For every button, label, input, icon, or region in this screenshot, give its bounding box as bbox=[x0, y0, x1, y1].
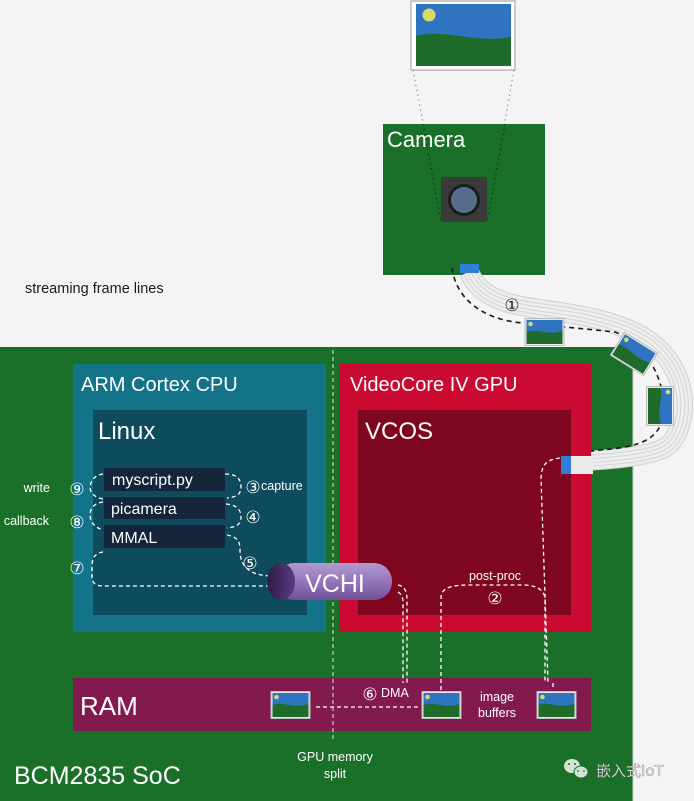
streaming-frame-lines-label: streaming frame lines bbox=[25, 281, 164, 297]
dma-label: DMA bbox=[381, 686, 409, 700]
step-9-marker: ⑨ bbox=[69, 480, 84, 499]
vcos-box bbox=[358, 410, 571, 615]
camera-label: Camera bbox=[387, 127, 466, 152]
streamed-frame-1 bbox=[524, 318, 565, 346]
callback-label: callback bbox=[4, 514, 50, 528]
ram-buffer-cpu bbox=[270, 691, 311, 719]
image-buffers-label-line2: buffers bbox=[478, 706, 516, 720]
stack-item-picamera bbox=[104, 497, 225, 519]
vchi-label: VCHI bbox=[305, 570, 365, 598]
ram-buffer-gpu-1 bbox=[421, 691, 462, 719]
streamed-frame-3 bbox=[646, 385, 674, 427]
step-2-marker: ② bbox=[487, 589, 502, 608]
stack-item-mmal-label: MMAL bbox=[111, 530, 157, 547]
data-flow-paths bbox=[89, 457, 561, 708]
ram-block bbox=[73, 678, 591, 731]
gpu-memory-split-label-line1: GPU memory bbox=[297, 750, 373, 764]
stack-item-mmal bbox=[104, 525, 225, 548]
vchi-pipe bbox=[267, 563, 392, 600]
step-6-marker: ⑥ bbox=[362, 685, 377, 704]
write-label: write bbox=[23, 481, 50, 495]
gpu-label: VideoCore IV GPU bbox=[350, 374, 518, 396]
stack-item-myscript bbox=[104, 468, 225, 491]
step-3-marker: ③ bbox=[245, 478, 260, 497]
image-buffers-label-line1: image bbox=[480, 690, 514, 704]
stack-item-picamera-label: picamera bbox=[111, 501, 177, 518]
ribbon-connector-camera bbox=[460, 264, 479, 273]
vcos-label: VCOS bbox=[365, 418, 433, 445]
linux-label: Linux bbox=[98, 418, 155, 445]
step-8-marker: ⑧ bbox=[69, 513, 84, 532]
stack-item-myscript-label: myscript.py bbox=[112, 472, 193, 489]
captured-scene-image bbox=[410, 0, 516, 71]
step-7-marker: ⑦ bbox=[69, 559, 84, 578]
step-5-marker: ⑤ bbox=[242, 554, 257, 573]
camera-lens-icon bbox=[441, 177, 487, 222]
step-4-marker: ④ bbox=[245, 508, 260, 527]
ribbon-cable-end bbox=[571, 456, 593, 474]
field-of-view-lines bbox=[412, 69, 515, 223]
ram-label: RAM bbox=[80, 691, 138, 721]
gpu-memory-split-label-line2: split bbox=[324, 767, 347, 781]
step-1-marker: ① bbox=[504, 296, 519, 315]
ribbon-cable bbox=[459, 267, 693, 472]
soc-label: BCM2835 SoC bbox=[14, 762, 181, 790]
capture-label: capture bbox=[261, 479, 303, 493]
ram-buffer-gpu-2 bbox=[536, 691, 577, 719]
post-proc-label: post-proc bbox=[469, 569, 521, 583]
watermark-text: 嵌入式IoT bbox=[596, 762, 665, 780]
ribbon-connector-gpu bbox=[561, 456, 571, 474]
cpu-label: ARM Cortex CPU bbox=[81, 374, 238, 396]
wechat-icon bbox=[564, 759, 589, 779]
